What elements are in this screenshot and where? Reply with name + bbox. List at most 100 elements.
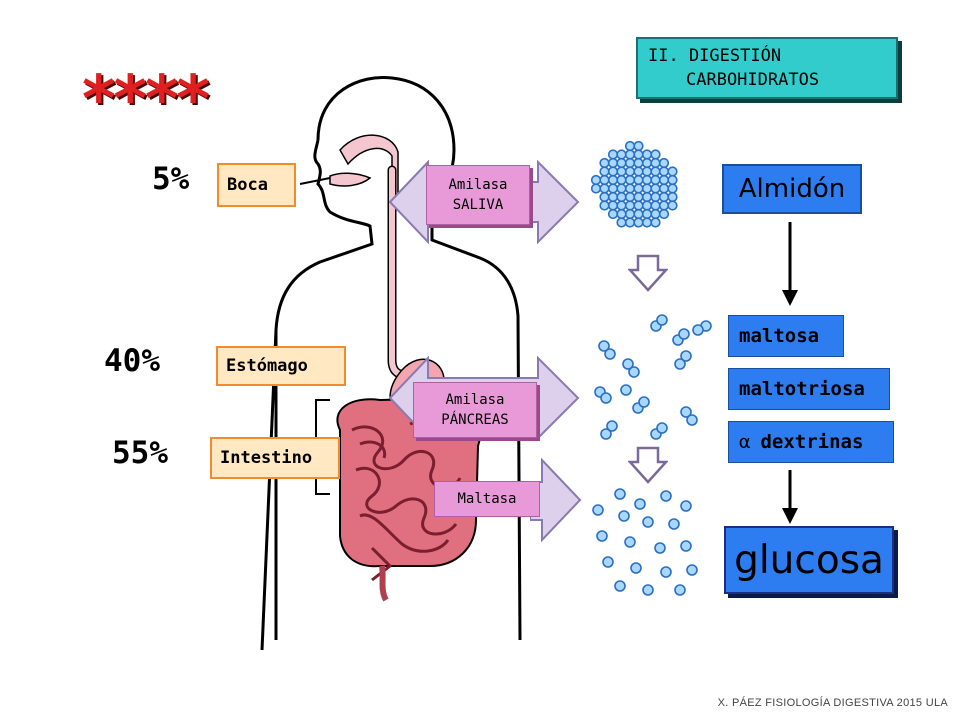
molecule-bead	[624, 217, 636, 228]
molecule-bead	[667, 191, 678, 203]
molecule-bead	[624, 140, 636, 152]
molecule-bead	[650, 217, 661, 228]
molecule-bead	[606, 420, 618, 432]
enzyme-saliva-line-1: Amilasa	[448, 177, 508, 193]
molecule-bead	[641, 208, 653, 220]
molecule-bead	[633, 183, 644, 194]
molecule-bead	[656, 314, 668, 326]
product-almidon: Almidón	[722, 164, 862, 214]
molecule-bead	[674, 584, 686, 596]
molecule-bead	[668, 518, 680, 530]
molecule-bead	[624, 191, 636, 203]
organ-label-intestino: Intestino	[210, 437, 340, 479]
molecule-bead	[678, 328, 690, 340]
molecule-bead	[650, 200, 661, 211]
percent-intestino: 55%	[112, 435, 168, 471]
molecule-bead	[641, 157, 653, 169]
molecule-bead	[667, 174, 678, 186]
molecule-bead	[607, 174, 619, 186]
arrow-maltasa	[530, 458, 582, 542]
enzyme-saliva-line-2: SALIVA	[452, 197, 504, 213]
molecule-bead	[624, 183, 636, 194]
molecule-bead	[660, 566, 672, 578]
molecule-bead	[592, 504, 604, 516]
alpha-symbol: α	[739, 431, 751, 453]
dextrinas-label: dextrinas	[760, 431, 864, 453]
molecule-bead	[667, 200, 678, 211]
molecule-bead	[650, 166, 661, 177]
molecule-bead	[624, 208, 636, 220]
molecule-bead	[600, 428, 612, 440]
arrow-dextrinas-to-glucosa	[782, 470, 798, 524]
molecule-bead	[641, 200, 653, 211]
molecule-bead	[667, 183, 678, 194]
molecule-bead	[622, 358, 634, 370]
molecule-bead	[614, 488, 626, 500]
molecule-bead	[680, 500, 692, 512]
molecule-bead	[599, 183, 610, 194]
molecule-bead	[658, 191, 670, 203]
molecule-bead	[590, 174, 602, 186]
molecule-bead	[616, 157, 627, 169]
molecule-bead	[641, 174, 653, 186]
glucose-molecules	[592, 488, 698, 596]
molecule-bead	[616, 217, 627, 228]
footer-credit: X. PÁEZ FISIOLOGÍA DIGESTIVA 2015 ULA	[717, 697, 948, 709]
molecule-bead	[658, 157, 670, 169]
organ-label-boca: Boca	[217, 163, 296, 207]
molecule-bead	[658, 208, 670, 220]
molecule-bead	[650, 174, 661, 186]
molecule-bead	[633, 140, 644, 152]
molecule-bead	[616, 208, 627, 220]
product-dextrinas: α dextrinas	[728, 421, 894, 463]
molecule-bead	[641, 217, 653, 228]
molecule-bead	[616, 191, 627, 203]
molecule-bead	[616, 166, 627, 177]
product-maltotriosa: maltotriosa	[728, 368, 890, 410]
molecule-bead	[599, 200, 610, 211]
molecule-bead	[660, 490, 672, 502]
molecule-bead	[624, 157, 636, 169]
molecule-bead	[599, 191, 610, 203]
enzyme-pancreas-line-1: Amilasa	[445, 392, 505, 408]
molecule-bead	[656, 422, 668, 434]
molecule-bead	[607, 200, 619, 211]
percent-estomago: 40%	[104, 343, 160, 379]
molecule-bead	[616, 174, 627, 186]
molecule-bead	[620, 384, 632, 396]
molecule-bead	[686, 414, 698, 426]
molecule-bead	[641, 191, 653, 203]
starch-molecule-cluster	[590, 140, 678, 228]
molecule-bead	[641, 166, 653, 177]
molecule-bead	[624, 149, 636, 160]
molecule-bead	[607, 166, 619, 177]
organ-label-estomago: Estómago	[216, 346, 346, 386]
molecule-bead	[634, 498, 646, 510]
enzyme-pancreas-line-2: PÁNCREAS	[441, 412, 509, 428]
molecule-bead	[641, 149, 653, 160]
emphasis-stars: ****	[82, 63, 210, 137]
enzyme-amilasa-pancreas: Amilasa PÁNCREAS	[413, 382, 537, 438]
molecule-bead	[680, 406, 692, 418]
molecule-bead	[600, 392, 612, 404]
enzyme-amilasa-saliva: Amilasa SALIVA	[426, 165, 530, 225]
molecule-bead	[641, 183, 653, 194]
molecule-bead	[624, 174, 636, 186]
molecule-bead	[607, 157, 619, 169]
molecule-bead	[607, 149, 619, 160]
molecule-bead	[680, 350, 692, 362]
molecule-bead	[692, 324, 704, 336]
molecule-bead	[616, 200, 627, 211]
molecule-bead	[596, 530, 608, 542]
percent-boca: 5%	[152, 161, 190, 197]
molecule-bead	[658, 174, 670, 186]
molecule-bead	[616, 183, 627, 194]
molecule-bead	[638, 396, 650, 408]
molecule-bead	[607, 191, 619, 203]
down-arrow-1	[628, 254, 668, 292]
product-glucosa: glucosa	[724, 526, 894, 594]
molecule-bead	[633, 149, 644, 160]
molecule-bead	[642, 516, 654, 528]
molecule-bead	[667, 166, 678, 177]
